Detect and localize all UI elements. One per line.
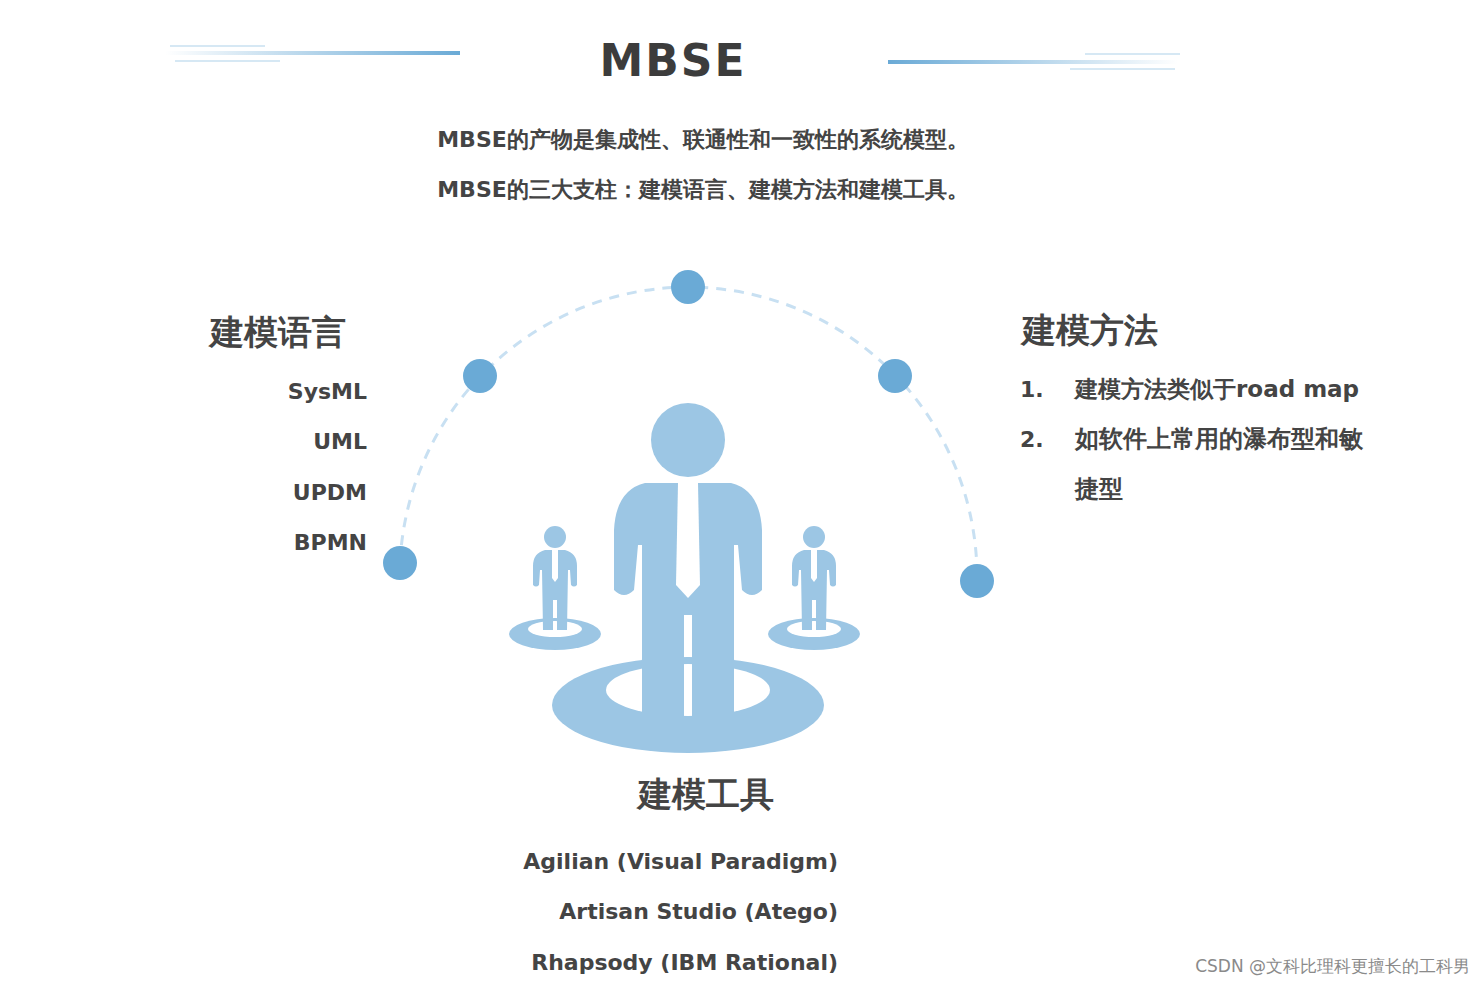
language-item: UML bbox=[313, 429, 367, 454]
list-number: 1. bbox=[1020, 377, 1044, 402]
tool-item: Rhapsody (IBM Rational) bbox=[531, 950, 838, 975]
tool-item: Agilian (Visual Paradigm) bbox=[523, 849, 838, 874]
method-item: 如软件上常用的瀑布型和敏捷型 bbox=[1075, 414, 1375, 514]
summary-line: MBSE的三大支柱：建模语言、建模方法和建模工具。 bbox=[437, 175, 969, 205]
section-heading: 建模方法 bbox=[1022, 308, 1158, 354]
page-title: MBSE bbox=[599, 35, 746, 86]
language-item: UPDM bbox=[293, 480, 367, 505]
summary-line: MBSE的产物是集成性、联通性和一致性的系统模型。 bbox=[437, 125, 969, 155]
language-item: BPMN bbox=[294, 530, 367, 555]
method-item: 建模方法类似于road map bbox=[1075, 374, 1359, 405]
tool-item: Artisan Studio (Atego) bbox=[559, 899, 838, 924]
people-figures bbox=[509, 403, 860, 753]
watermark: CSDN @文科比理科更擅长的工科男 bbox=[1195, 955, 1470, 978]
language-item: SysML bbox=[288, 379, 367, 404]
section-heading: 建模语言 bbox=[210, 310, 346, 356]
arc-dots bbox=[383, 270, 994, 598]
section-heading: 建模工具 bbox=[638, 772, 774, 818]
list-number: 2. bbox=[1020, 427, 1044, 452]
